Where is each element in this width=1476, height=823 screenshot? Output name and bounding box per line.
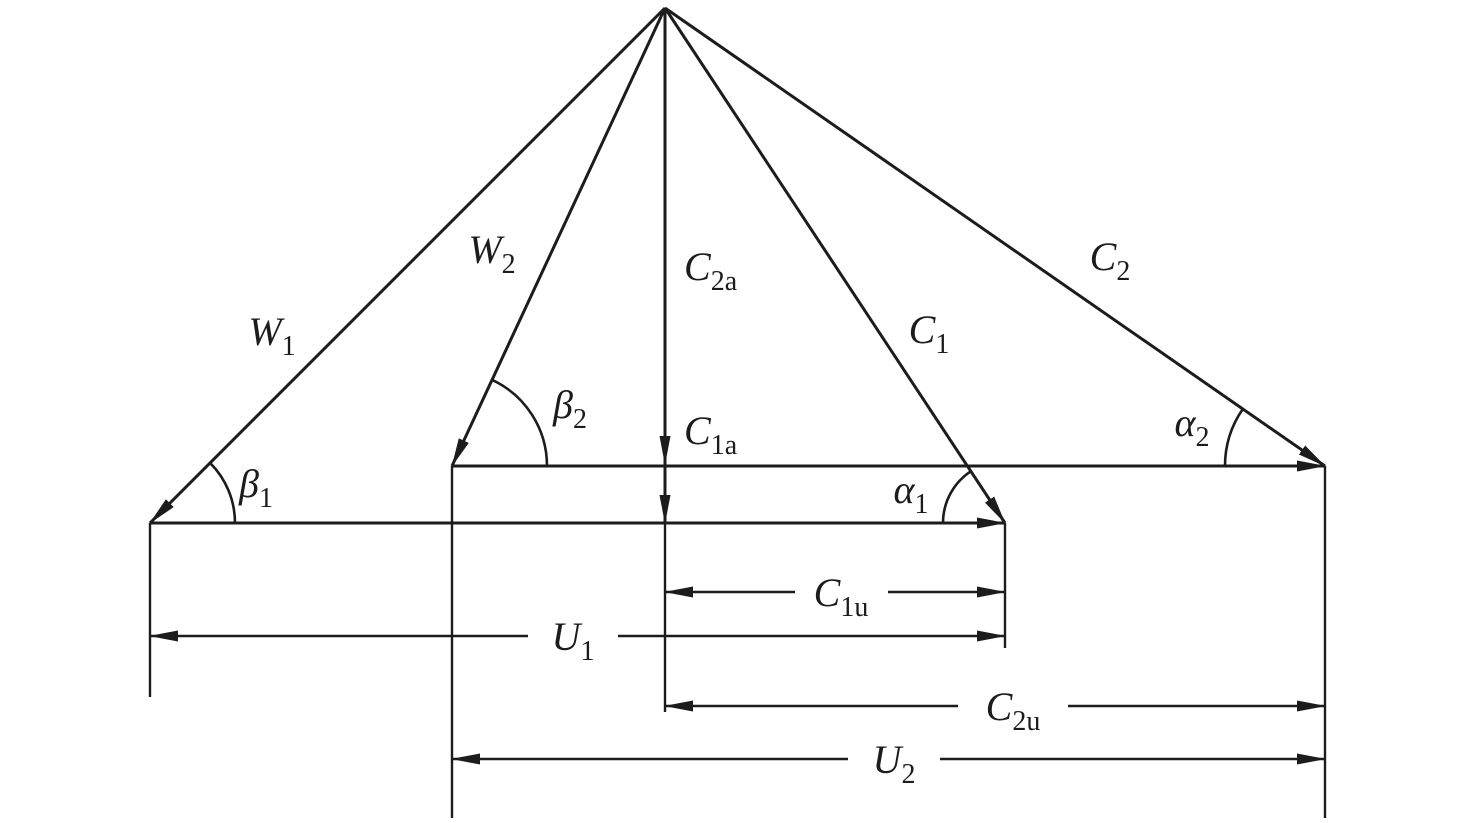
vector-c1-label: C1 [909, 307, 950, 360]
label-base: W [248, 309, 285, 354]
label-base: U [873, 737, 905, 782]
vector-c2a-label: C2a [684, 244, 738, 297]
label-sub: 1 [915, 489, 929, 520]
label-base: C [1090, 234, 1118, 279]
label-sub: 2 [502, 249, 516, 280]
angle-arc-beta1 [209, 461, 237, 524]
angle-beta2-label: β2 [552, 382, 587, 435]
vector-c1a-label: C1a [684, 408, 738, 461]
label-sub: 2u [1012, 706, 1040, 737]
label-base: β [552, 382, 573, 427]
label-sub: 1u [840, 592, 868, 623]
label-base: α [1175, 400, 1197, 445]
label-sub: 2 [1196, 422, 1210, 453]
label-sub: 2 [1116, 256, 1130, 287]
vector-c1-line [663, 7, 1007, 524]
label-sub: 1 [580, 636, 594, 667]
label-base: β [238, 461, 259, 506]
label-sub: 1 [935, 329, 949, 360]
label-sub: 1a [711, 430, 738, 461]
vector-w1-label: W1 [248, 309, 295, 362]
label-sub: 2 [573, 404, 587, 435]
dimension-c1u-label: C1u [814, 570, 869, 623]
vector-w2-label: W2 [468, 227, 515, 280]
angle-arc-alpha2 [1223, 408, 1245, 467]
label-base: C [986, 684, 1014, 729]
angle-alpha1-label: α1 [894, 467, 929, 520]
vector-c2-label: C2 [1090, 234, 1131, 287]
label-base: W [468, 227, 505, 272]
dimension-c2u-label: C2u [986, 684, 1041, 737]
label-sub: 2 [901, 759, 915, 790]
label-base: U [552, 614, 584, 659]
angle-arc-alpha1 [941, 470, 972, 524]
label-base: α [894, 467, 916, 512]
vector-c2-line [664, 6, 1326, 468]
label-base: C [909, 307, 937, 352]
dimension-u2-label: U2 [873, 737, 916, 790]
label-base: C [684, 408, 712, 453]
angle-beta1-label: β1 [238, 461, 273, 514]
dimension-u1-label: U1 [552, 614, 595, 667]
angle-alpha2-label: α2 [1175, 400, 1210, 453]
label-sub: 1 [282, 331, 296, 362]
angle-arc-beta2 [491, 378, 549, 467]
label-base: C [814, 570, 842, 615]
vector-w2-line [450, 7, 667, 467]
label-sub: 1 [259, 483, 273, 514]
label-sub: 2a [711, 266, 738, 297]
vector-w1-line [148, 6, 667, 525]
label-base: C [684, 244, 712, 289]
